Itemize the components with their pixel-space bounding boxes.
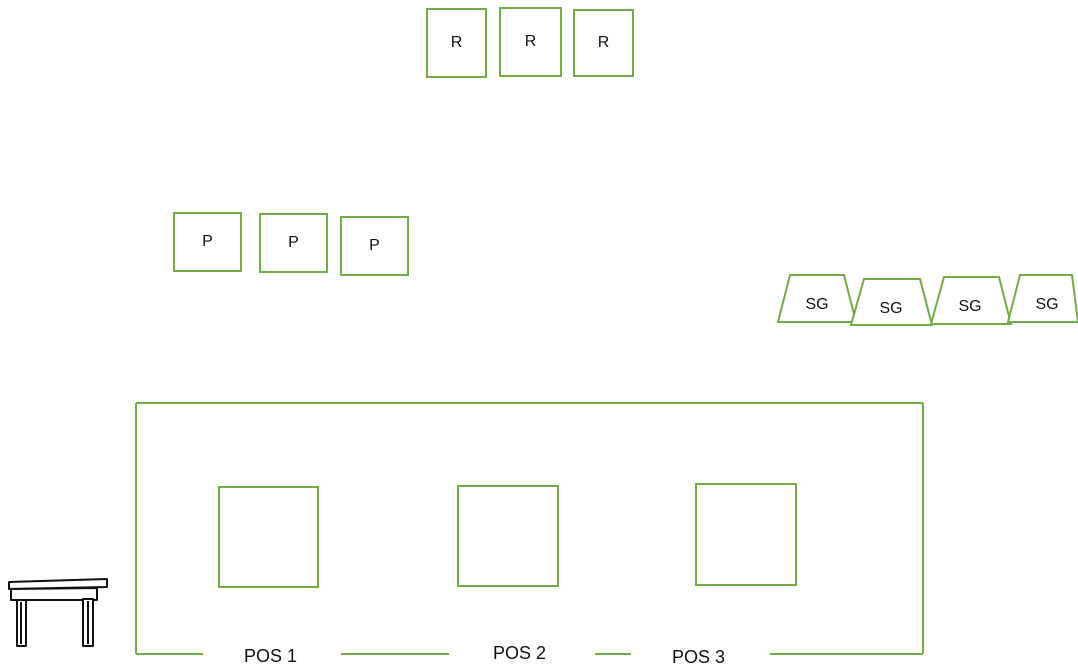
r-box-label: R <box>450 34 463 51</box>
position-square-1 <box>218 486 319 588</box>
sg-label: SG <box>805 296 828 313</box>
p-box: P <box>340 216 409 276</box>
p-box: P <box>173 212 242 272</box>
sg-shape <box>1006 274 1078 323</box>
p-box: P <box>259 213 328 273</box>
p-box-label: P <box>202 233 213 250</box>
position-square-3 <box>695 483 797 586</box>
r-box: R <box>426 8 487 78</box>
sg-label: SG <box>1035 296 1058 313</box>
p-box-label: P <box>288 234 299 251</box>
pos-label-3: POS 3 <box>672 647 726 667</box>
r-box: R <box>573 9 634 77</box>
r-box-label: R <box>597 34 610 51</box>
pos-label-2: POS 2 <box>493 643 547 663</box>
main-enclosure <box>135 402 924 655</box>
sg-shape <box>929 276 1013 325</box>
sg-label: SG <box>958 298 981 315</box>
r-box-label: R <box>524 33 537 50</box>
sg-label: SG <box>879 300 902 317</box>
p-box-label: P <box>369 237 380 254</box>
r-box: R <box>499 7 562 77</box>
table-icon <box>8 578 108 647</box>
pos-label-1: POS 1 <box>244 646 298 666</box>
position-square-2 <box>457 485 559 587</box>
